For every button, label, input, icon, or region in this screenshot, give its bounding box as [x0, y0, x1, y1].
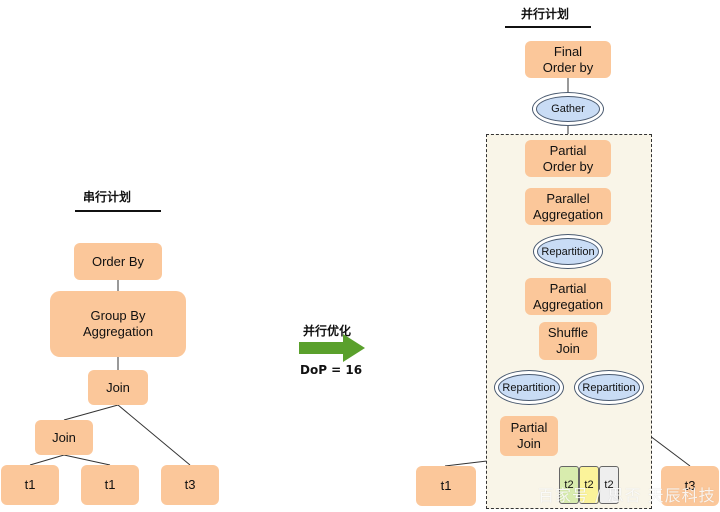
parallel-table-t3-node: t3 [661, 466, 719, 506]
serial-plan-title-underline [75, 210, 161, 212]
transform-arrow-icon [299, 334, 365, 362]
final-order-by-node: Final Order by [525, 41, 611, 78]
serial-plan-title: 串行计划 [83, 190, 132, 204]
edge-join-join [63, 404, 119, 421]
dop-label: DoP = 16 [300, 363, 363, 377]
t2-slice-2: t2 [579, 466, 599, 504]
table-t1-node-a: t1 [1, 465, 59, 505]
parallel-optimize-label: 并行优化 [303, 324, 352, 338]
partial-order-by-node: Partial Order by [525, 140, 611, 177]
repartition-label: Repartition [537, 238, 599, 265]
repartition-right-label: Repartition [578, 374, 640, 401]
repartition-right-exchange-node: Repartition [574, 370, 644, 405]
join-node-bottom: Join [35, 420, 93, 455]
repartition-left-exchange-node: Repartition [494, 370, 564, 405]
repartition-exchange-node: Repartition [533, 234, 603, 269]
edge-join-t3 [117, 404, 191, 466]
repartition-left-label: Repartition [498, 374, 560, 401]
gather-label: Gather [536, 96, 600, 122]
table-t1-node-b: t1 [81, 465, 139, 505]
order-by-node: Order By [74, 243, 162, 280]
table-t3-node: t3 [161, 465, 219, 505]
shuffle-join-node: Shuffle Join [539, 322, 597, 360]
group-by-aggregation-node: Group By Aggregation [50, 291, 186, 357]
parallel-table-t1-node: t1 [416, 466, 476, 506]
edge-join-t1b [63, 454, 111, 466]
t2-slice-1: t2 [559, 466, 579, 504]
parallel-plan-title: 并行计划 [521, 7, 570, 21]
join-node-top: Join [88, 370, 148, 405]
parallel-plan-title-underline [505, 26, 591, 28]
watermark-text: 百家号 / 思否 天辰科技 [538, 486, 716, 505]
parallel-aggregation-node: Parallel Aggregation [525, 188, 611, 225]
gather-exchange-node: Gather [532, 92, 604, 126]
partial-join-node: Partial Join [500, 416, 558, 456]
edge-join-t1a [29, 454, 65, 466]
partial-aggregation-node: Partial Aggregation [525, 278, 611, 315]
t2-slice-3: t2 [599, 466, 619, 504]
